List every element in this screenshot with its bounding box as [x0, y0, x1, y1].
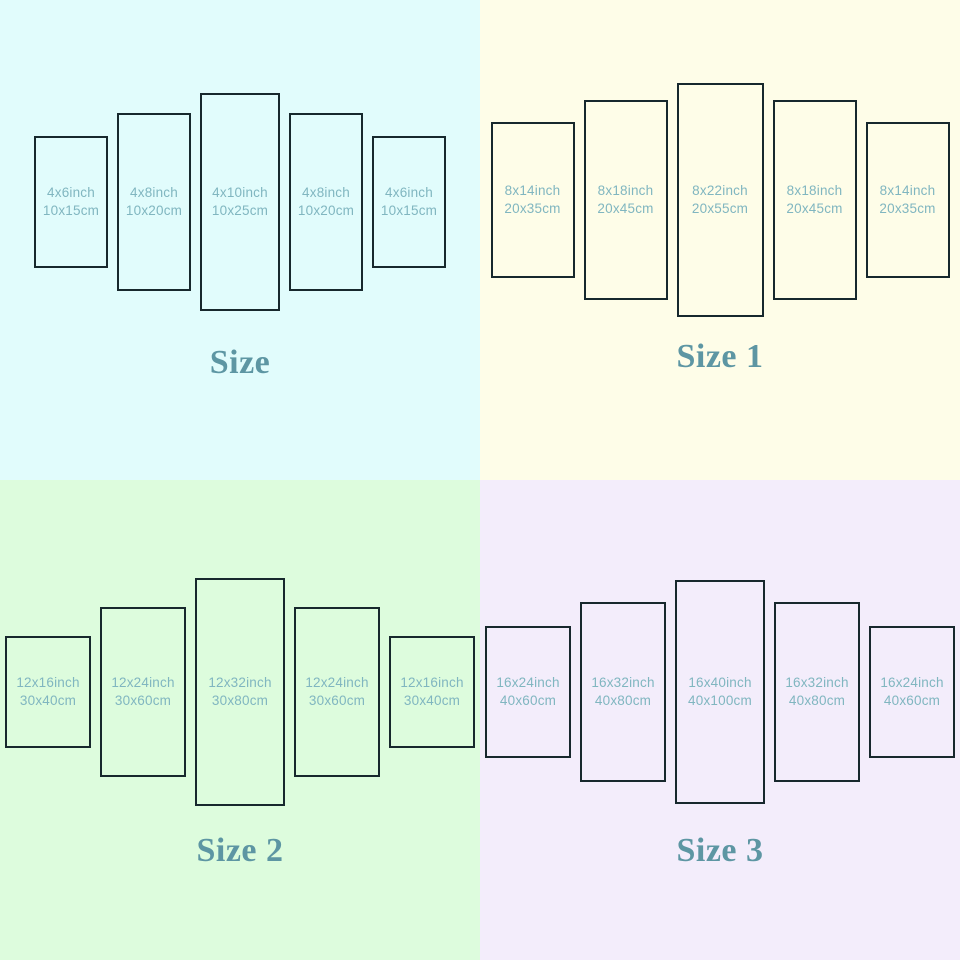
size-panel[interactable]: 8x18inch 20x45cm — [772, 100, 857, 300]
panel-size-cm: 10x15cm — [380, 203, 438, 218]
size-panel[interactable]: 16x32inch 40x80cm — [580, 602, 666, 782]
size-panel[interactable]: 4x6inch 10x15cm — [34, 136, 108, 268]
panel-size-cm: 20x55cm — [691, 201, 749, 216]
size-panel[interactable]: 8x18inch 20x45cm — [583, 100, 668, 300]
panel-size-cm: 30x80cm — [211, 693, 269, 708]
panel-size-inch: 8x18inch — [786, 183, 843, 199]
panel-size-inch: 4x8inch — [130, 185, 178, 201]
panel-size-inch: 8x14inch — [504, 183, 561, 199]
panel-size-inch: 16x40inch — [688, 675, 752, 691]
panel-size-cm: 40x60cm — [499, 693, 557, 708]
panel-size-inch: 8x22inch — [692, 183, 748, 199]
panel-size-inch: 12x24inch — [305, 675, 369, 691]
panel-size-cm: 40x60cm — [883, 693, 941, 708]
panel-row: 8x14inch 20x35cm 8x18inch 20x45cm 8x22inch 20… — [480, 76, 960, 324]
size-panel[interactable]: 16x32inch 40x80cm — [774, 602, 860, 782]
panel-size-inch: 8x18inch — [597, 183, 654, 199]
panel-size-cm: 40x80cm — [788, 693, 846, 708]
panel-size-inch: 12x16inch — [400, 675, 464, 691]
panel-size-cm: 20x45cm — [786, 201, 843, 216]
panel-size-inch: 16x32inch — [591, 675, 655, 691]
size-panel[interactable]: 12x16inch 30x40cm — [5, 636, 91, 748]
panel-row: 4x6inch 10x15cm 4x8inch 10x20cm 4x10inch 10x2… — [0, 88, 480, 316]
panel-size-inch: 12x32inch — [208, 675, 272, 691]
panel-size-cm: 10x15cm — [42, 203, 100, 218]
panel-size-cm: 30x60cm — [114, 693, 172, 708]
panel-size-cm: 30x40cm — [403, 693, 461, 708]
size-panel[interactable]: 12x24inch 30x60cm — [100, 607, 186, 777]
panel-size-inch: 16x32inch — [785, 675, 849, 691]
size-panel[interactable]: 16x40inch 40x100cm — [675, 580, 765, 804]
size-panel[interactable]: 4x10inch 10x25cm — [200, 93, 280, 311]
quadrant-size: 4x6inch 10x15cm 4x8inch 10x20cm 4x10inch 10x2… — [0, 0, 480, 480]
panel-row: 12x16inch 30x40cm 12x24inch 30x60cm 12x32inc… — [0, 572, 480, 812]
size-panel[interactable]: 16x24inch 40x60cm — [869, 626, 955, 758]
panel-size-inch: 4x10inch — [212, 185, 268, 201]
quadrant-size-2: 12x16inch 30x40cm 12x24inch 30x60cm 12x32inc… — [0, 480, 480, 960]
panel-size-cm: 30x60cm — [308, 693, 366, 708]
panel-size-cm: 10x20cm — [297, 203, 355, 218]
panel-size-cm: 40x80cm — [594, 693, 652, 708]
size-panel[interactable]: 4x8inch 10x20cm — [117, 113, 191, 291]
panel-size-inch: 4x6inch — [47, 185, 95, 201]
panel-size-cm: 40x100cm — [688, 693, 752, 708]
quadrant-title-size-1: Size 1 — [676, 338, 764, 375]
panel-size-cm: 20x35cm — [879, 201, 936, 216]
size-panel[interactable]: 4x8inch 10x20cm — [289, 113, 363, 291]
panel-size-cm: 20x35cm — [504, 201, 561, 216]
size-panel[interactable]: 12x32inch 30x80cm — [195, 578, 285, 806]
quadrant-title-size-2: Size 2 — [196, 832, 284, 869]
panel-size-inch: 4x6inch — [385, 185, 433, 201]
size-panel[interactable]: 8x22inch 20x55cm — [676, 83, 764, 317]
size-panel[interactable]: 8x14inch 20x35cm — [490, 122, 575, 278]
panel-row: 16x24inch 40x60cm 16x32inch 40x80cm 16x40inc… — [480, 572, 960, 812]
size-panel[interactable]: 4x6inch 10x15cm — [372, 136, 446, 268]
panel-size-cm: 10x20cm — [125, 203, 183, 218]
panel-size-inch: 8x14inch — [879, 183, 936, 199]
panel-size-cm: 20x45cm — [597, 201, 654, 216]
quadrant-size-3: 16x24inch 40x60cm 16x32inch 40x80cm 16x40inc… — [480, 480, 960, 960]
size-panel[interactable]: 12x16inch 30x40cm — [389, 636, 475, 748]
panel-size-cm: 30x40cm — [19, 693, 77, 708]
quadrant-size-1: 8x14inch 20x35cm 8x18inch 20x45cm 8x22inch 20… — [480, 0, 960, 480]
size-panel[interactable]: 8x14inch 20x35cm — [865, 122, 950, 278]
size-panel[interactable]: 12x24inch 30x60cm — [294, 607, 380, 777]
panel-size-inch: 16x24inch — [880, 675, 944, 691]
panel-size-inch: 12x16inch — [16, 675, 80, 691]
panel-size-inch: 16x24inch — [496, 675, 560, 691]
panel-size-inch: 4x8inch — [302, 185, 350, 201]
quadrant-title-size-3: Size 3 — [676, 832, 764, 869]
size-panel[interactable]: 16x24inch 40x60cm — [485, 626, 571, 758]
panel-size-inch: 12x24inch — [111, 675, 175, 691]
quadrant-title-size: Size — [209, 344, 271, 381]
panel-size-cm: 10x25cm — [211, 203, 269, 218]
